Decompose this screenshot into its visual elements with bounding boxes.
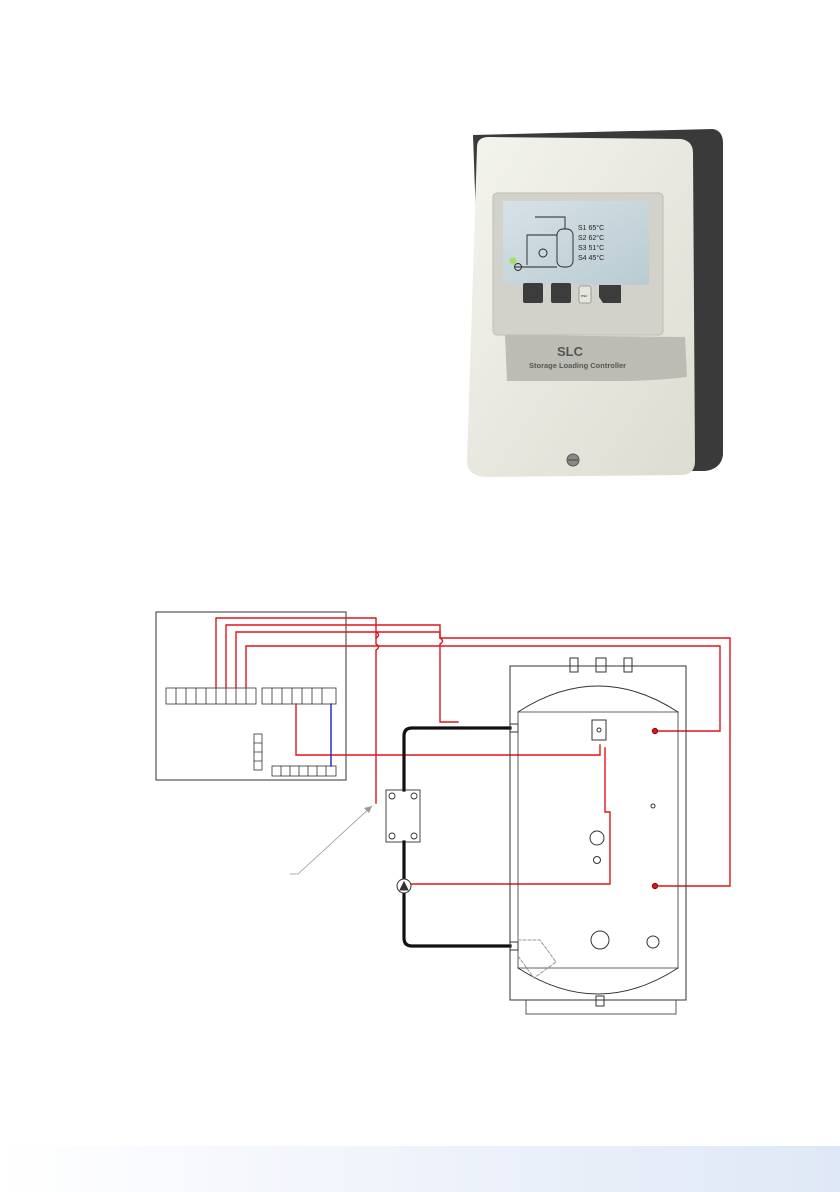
footer-band bbox=[0, 1146, 840, 1192]
label-plate bbox=[505, 335, 687, 381]
svg-text:esc: esc bbox=[581, 293, 587, 298]
heat-exchanger bbox=[386, 790, 420, 842]
pointer-line bbox=[290, 806, 372, 874]
model-name: SLC bbox=[557, 344, 584, 359]
pump-icon bbox=[397, 879, 411, 893]
sensor-point-top bbox=[652, 728, 657, 733]
button-down[interactable] bbox=[551, 283, 571, 303]
storage-tank bbox=[510, 658, 686, 1014]
controller-device: S1 65°C S2 62°C S3 51°C S4 45°C esc SLC … bbox=[455, 125, 725, 495]
model-subtitle: Storage Loading Controller bbox=[529, 361, 626, 370]
button-right[interactable] bbox=[599, 285, 621, 303]
button-left[interactable] bbox=[523, 283, 543, 303]
wiring-diagram bbox=[150, 600, 750, 1020]
sensor-point-bottom bbox=[652, 883, 657, 888]
svg-text:S4 45°C: S4 45°C bbox=[578, 254, 604, 262]
svg-text:S1 65°C: S1 65°C bbox=[578, 224, 604, 232]
terminal-strip-upper bbox=[166, 688, 336, 776]
status-led bbox=[510, 258, 517, 265]
lcd-screen bbox=[503, 201, 649, 285]
svg-text:S3 51°C: S3 51°C bbox=[578, 244, 604, 252]
sensor-wires bbox=[216, 618, 730, 886]
svg-text:S2 62°C: S2 62°C bbox=[578, 234, 604, 242]
